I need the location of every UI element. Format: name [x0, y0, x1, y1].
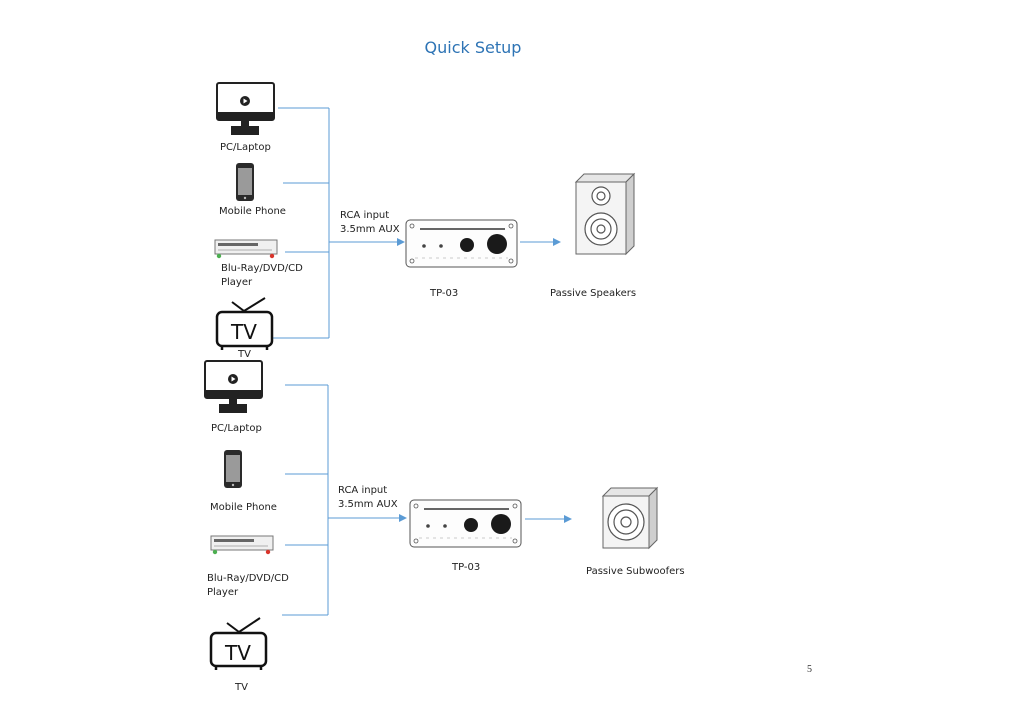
monitor-icon: [204, 360, 263, 413]
tv-icon: TV: [215, 297, 274, 350]
monitor-icon: [216, 82, 275, 135]
svg-text:TV: TV: [230, 320, 257, 344]
amp-label: TP-03: [430, 288, 459, 299]
amplifier-icon: [409, 499, 522, 548]
input-label-aux: 3.5mm AUX: [340, 224, 400, 235]
setup-2-connectors: [282, 384, 572, 616]
amplifier-icon: [405, 219, 518, 268]
source-label-tv: TV: [238, 349, 251, 360]
amp-label: TP-03: [452, 562, 481, 573]
output-label-subwoofers: Passive Subwoofers: [586, 566, 685, 577]
input-label-rca: RCA input: [338, 485, 388, 496]
source-label-pc-laptop: PC/Laptop: [220, 142, 271, 153]
input-label-aux: 3.5mm AUX: [338, 499, 398, 510]
tv-icon: TV: [209, 617, 268, 670]
source-label-tv: TV: [235, 682, 248, 693]
subwoofer-icon: [601, 486, 659, 550]
source-label-player-line2: Player: [221, 277, 253, 288]
source-label-player: Blu-Ray/DVD/CD: [207, 573, 289, 584]
source-label-player-line2: Player: [207, 587, 239, 598]
source-label-mobile-phone: Mobile Phone: [219, 206, 286, 217]
player-icon: [210, 535, 274, 555]
setup-1-connectors: [272, 107, 561, 339]
speaker-icon: [574, 172, 636, 256]
phone-icon: [224, 450, 242, 488]
svg-text:TV: TV: [224, 641, 251, 665]
source-label-player: Blu-Ray/DVD/CD: [221, 263, 303, 274]
page-number: 5: [807, 664, 812, 675]
output-label-speakers: Passive Speakers: [550, 288, 637, 299]
phone-icon: [236, 163, 254, 201]
input-label-rca: RCA input: [340, 210, 390, 221]
source-label-mobile-phone: Mobile Phone: [210, 502, 277, 513]
source-label-pc-laptop: PC/Laptop: [211, 423, 262, 434]
player-icon: [214, 239, 278, 259]
page-title: Quick Setup: [424, 38, 522, 57]
